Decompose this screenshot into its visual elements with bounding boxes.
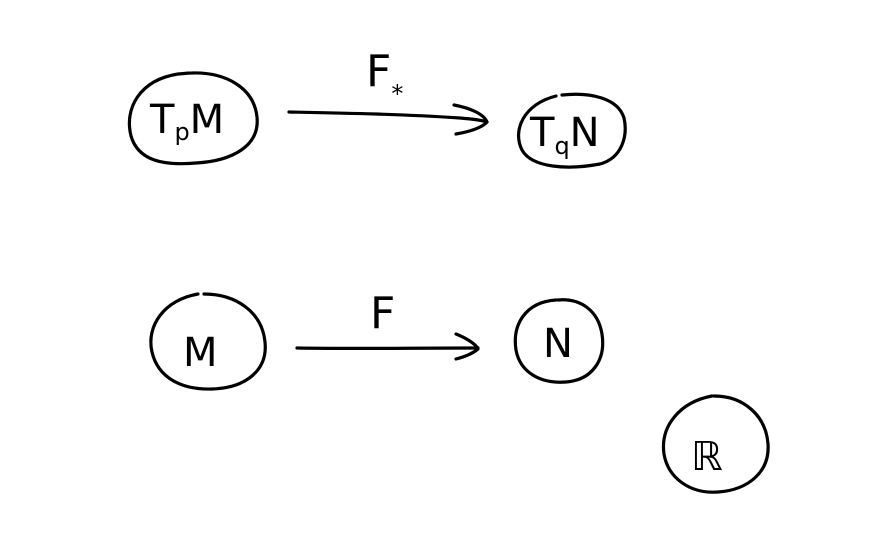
node-r-outline [661, 394, 770, 494]
node-tqn-outline [517, 92, 627, 169]
node-tpm: TpM [127, 71, 259, 166]
edge-map: F [295, 288, 480, 361]
node-r-label: ℝ [691, 434, 723, 480]
node-tpm-label: TpM [149, 97, 224, 146]
node-r: ℝ [661, 394, 770, 494]
edge-pushforward-arrowhead [452, 103, 489, 136]
node-n: N [513, 298, 605, 384]
node-tpm-outline [127, 71, 259, 166]
edge-pushforward: F* [287, 46, 489, 136]
edge-pushforward-arrow-line [287, 110, 489, 124]
node-tqn-label: TqN [529, 110, 600, 160]
node-m-outline [149, 292, 267, 391]
node-tqn: TqN [517, 92, 627, 169]
node-n-label: N [543, 321, 573, 367]
edge-map-arrowhead [454, 332, 480, 361]
node-m-label: M [183, 330, 218, 376]
edge-map-label: F [370, 288, 395, 339]
node-m: M [149, 292, 267, 391]
edge-pushforward-label: F* [366, 46, 403, 108]
node-n-outline [513, 298, 605, 384]
